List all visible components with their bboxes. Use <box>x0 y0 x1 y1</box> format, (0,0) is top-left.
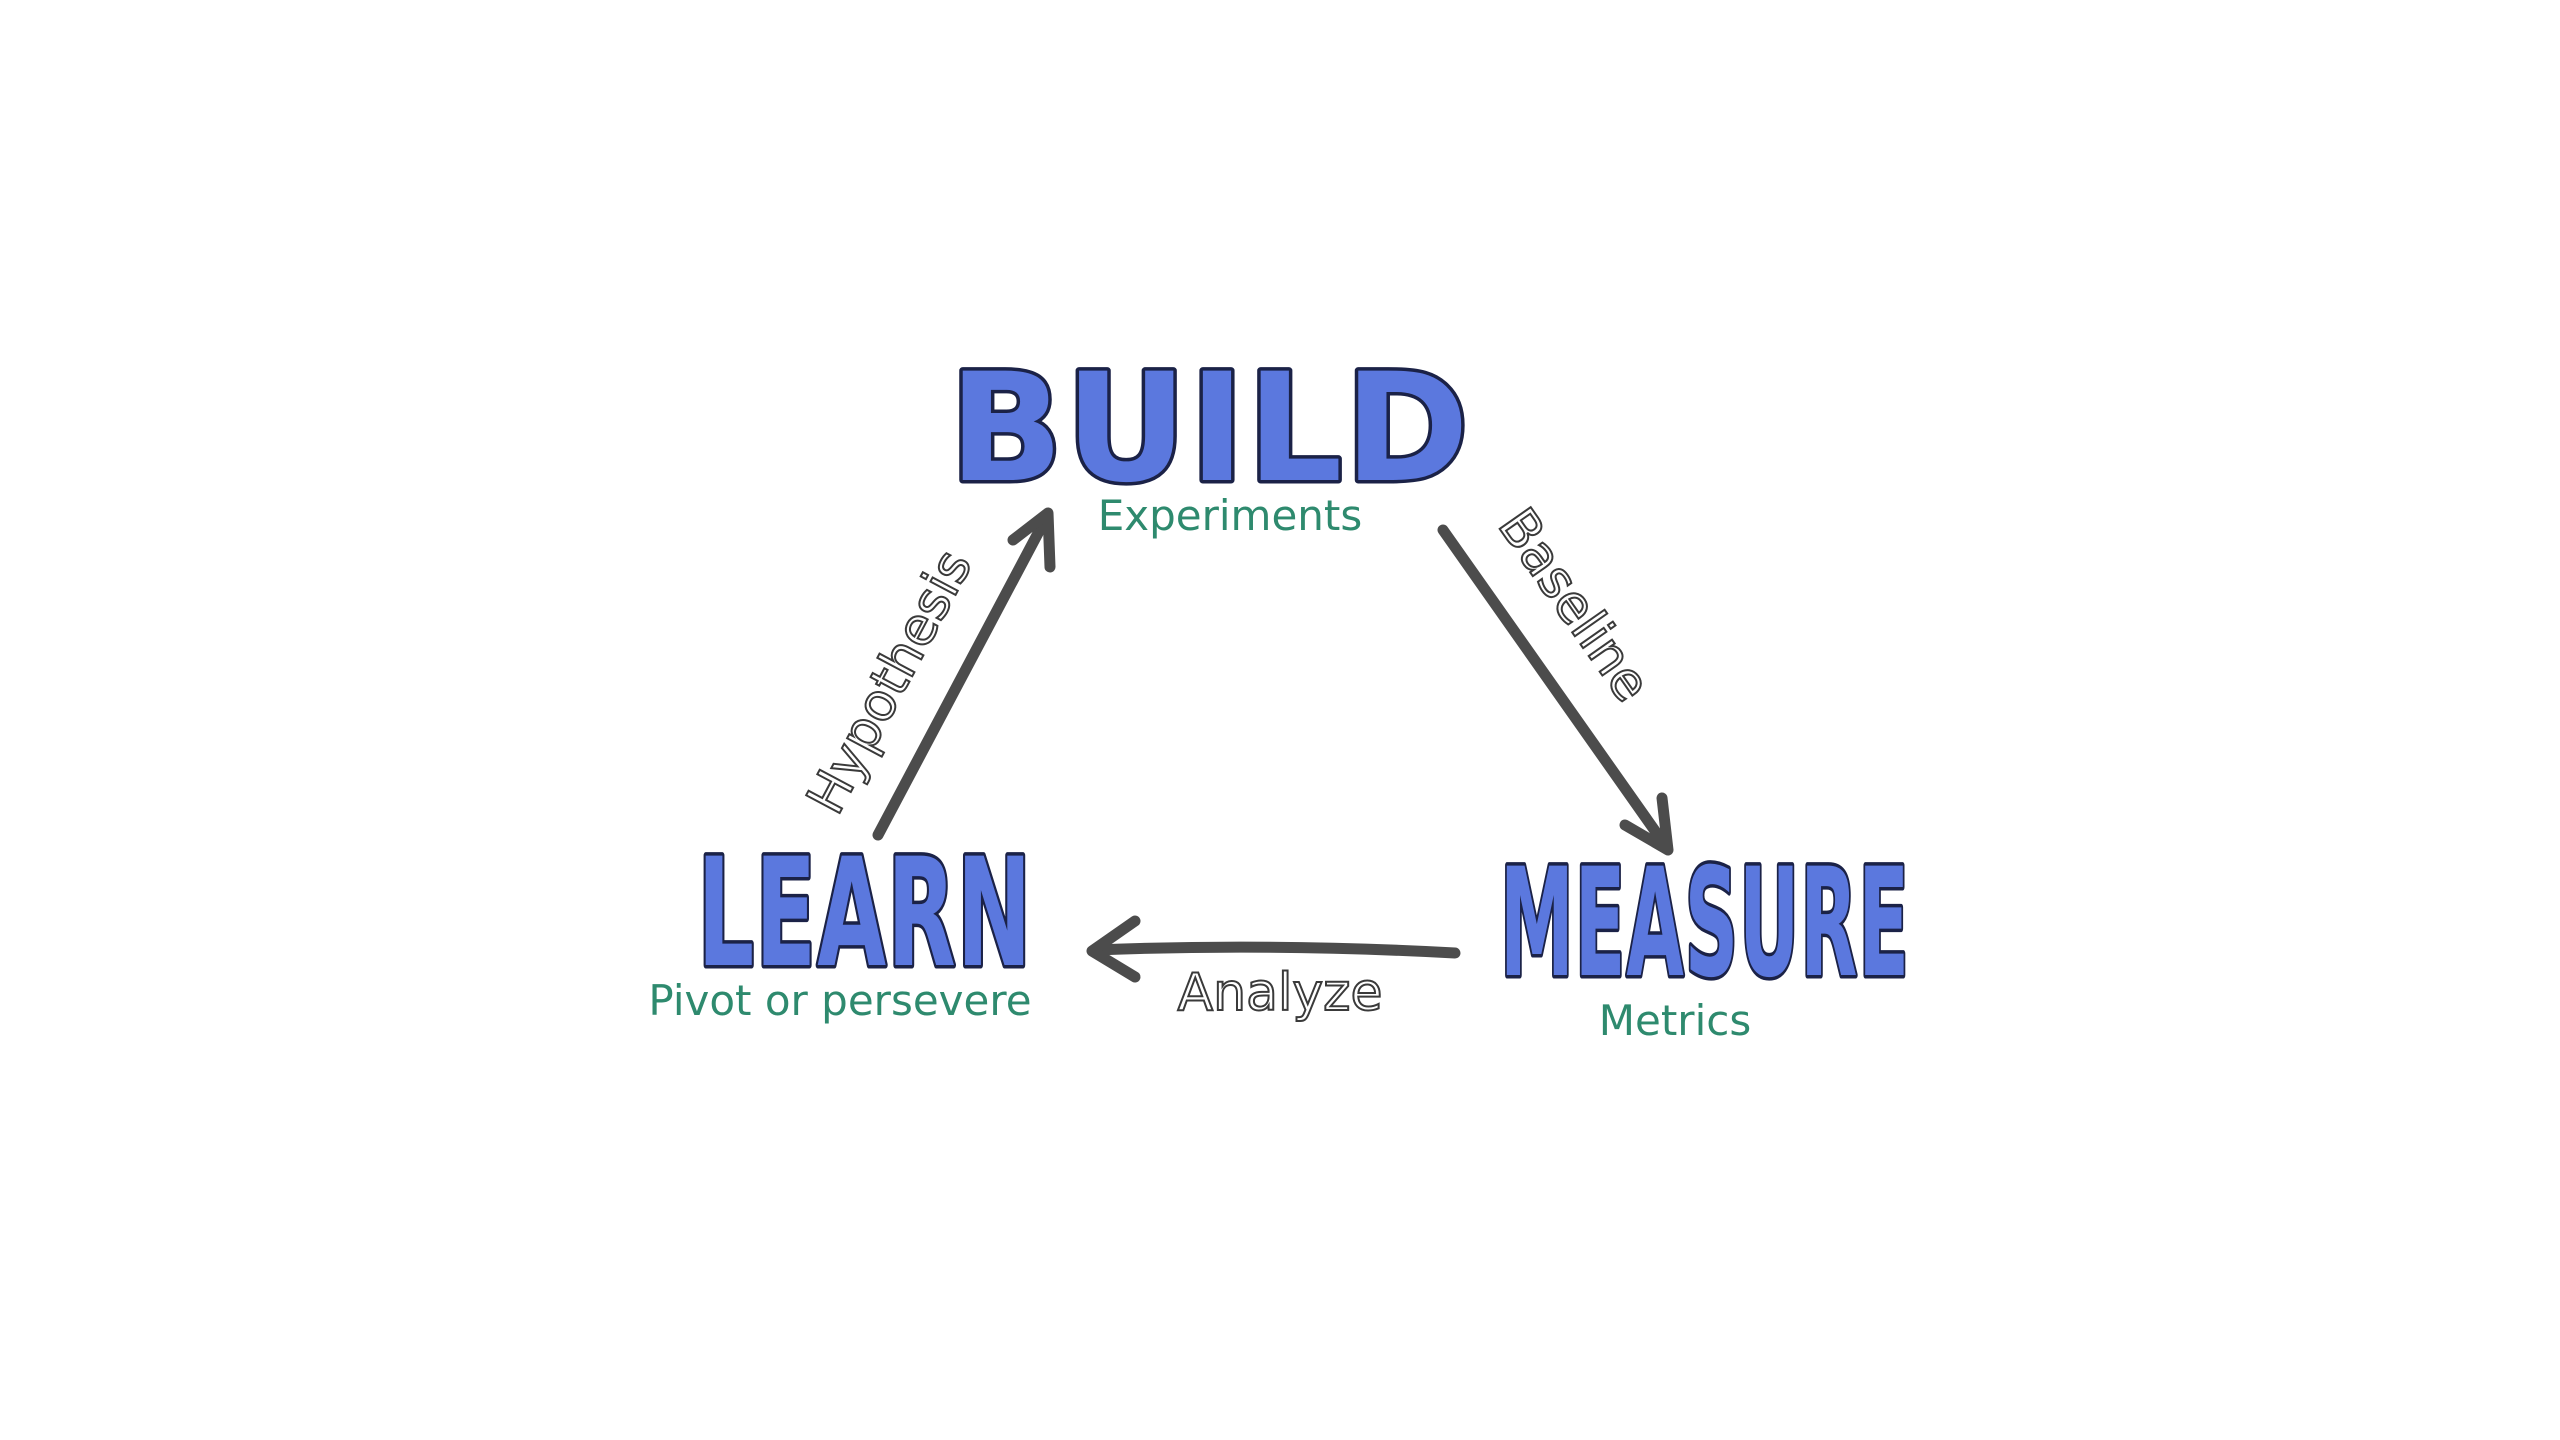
arrow-learn-to-build: Hypothesis <box>795 507 1056 841</box>
stage-measure-subtitle: Metrics <box>1599 996 1751 1045</box>
stage-learn: LEARN Pivot or persevere <box>648 824 1034 1026</box>
stage-build-subtitle: Experiments <box>1098 491 1363 540</box>
arrow-learn-to-build-head <box>1007 507 1056 573</box>
arrow-build-to-measure-label: Baseline <box>1486 498 1662 713</box>
stage-learn-subtitle: Pivot or persevere <box>648 976 1031 1025</box>
arrow-learn-to-build-line <box>872 514 1051 841</box>
arrow-measure-to-learn-head <box>1086 915 1141 983</box>
stage-measure-title: MEASURE <box>1500 837 1910 1011</box>
arrow-build-to-measure-head <box>1619 792 1674 856</box>
stage-measure: MEASURE Metrics <box>1497 834 1912 1046</box>
arrow-measure-to-learn-label: Analyze <box>1178 963 1383 1023</box>
arrow-measure-to-learn: Analyze <box>1086 915 1461 1024</box>
stage-build-title: BUILD <box>949 342 1471 516</box>
arrow-build-to-measure: Baseline <box>1437 497 1674 856</box>
arrow-build-to-measure-line <box>1437 524 1671 851</box>
arrow-measure-to-learn-line <box>1089 941 1461 959</box>
stage-build: BUILD Experiments <box>945 339 1472 541</box>
stage-learn-title: LEARN <box>698 827 1033 1001</box>
